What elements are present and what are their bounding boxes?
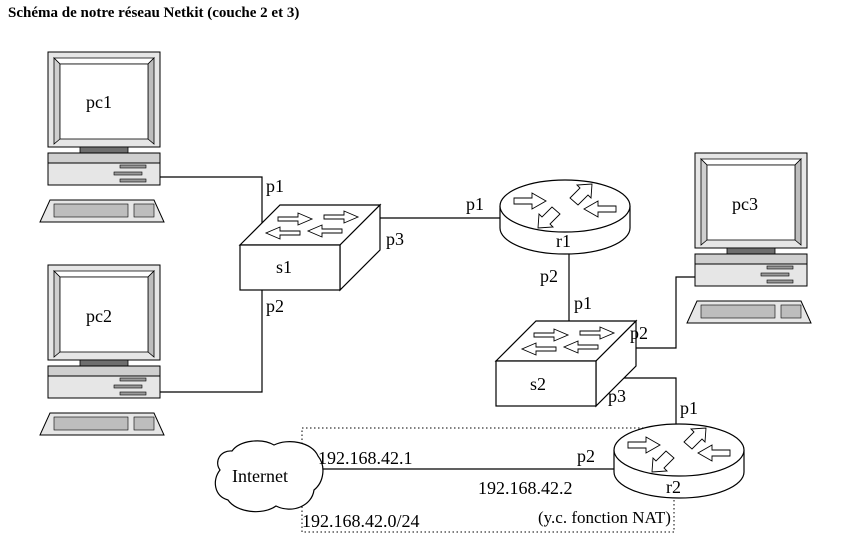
- subnet-label: 192.168.42.0/24: [302, 511, 420, 531]
- link-pc2-s1: [156, 280, 263, 393]
- r2-port-p1: p1: [680, 398, 698, 418]
- r2-ip-address: 192.168.42.2: [478, 478, 573, 498]
- switch-s1[interactable]: [239, 204, 381, 291]
- s1-port-p2: p2: [266, 296, 284, 316]
- internet-label: Internet: [232, 466, 288, 486]
- pc1-label: pc1: [86, 92, 112, 112]
- link-pc1-s1: [156, 176, 263, 235]
- r1-port-p1: p1: [466, 194, 484, 214]
- pc2-computer[interactable]: [39, 264, 165, 436]
- s2-port-p1: p1: [574, 293, 592, 313]
- r2-label: r2: [666, 477, 681, 497]
- pc3-computer[interactable]: [686, 152, 812, 324]
- s1-label: s1: [276, 257, 292, 277]
- s1-port-p3: p3: [386, 229, 404, 249]
- s2-label: s2: [530, 374, 546, 394]
- diagram-title: Schéma de notre réseau Netkit (couche 2 …: [8, 5, 300, 21]
- internet-gateway-ip: 192.168.42.1: [318, 448, 413, 468]
- link-s2-pc3: [628, 276, 696, 349]
- pc1-computer[interactable]: [39, 51, 165, 223]
- r2-port-p2: p2: [577, 446, 595, 466]
- internet-cloud[interactable]: [214, 440, 324, 513]
- s2-port-p3: p3: [608, 386, 626, 406]
- nat-note: (y.c. fonction NAT): [538, 508, 671, 527]
- pc2-label: pc2: [86, 306, 112, 326]
- r1-port-p2: p2: [540, 266, 558, 286]
- r1-label: r1: [556, 231, 571, 251]
- s2-port-p2: p2: [630, 323, 648, 343]
- pc3-label: pc3: [732, 194, 758, 214]
- s1-port-p1: p1: [266, 176, 284, 196]
